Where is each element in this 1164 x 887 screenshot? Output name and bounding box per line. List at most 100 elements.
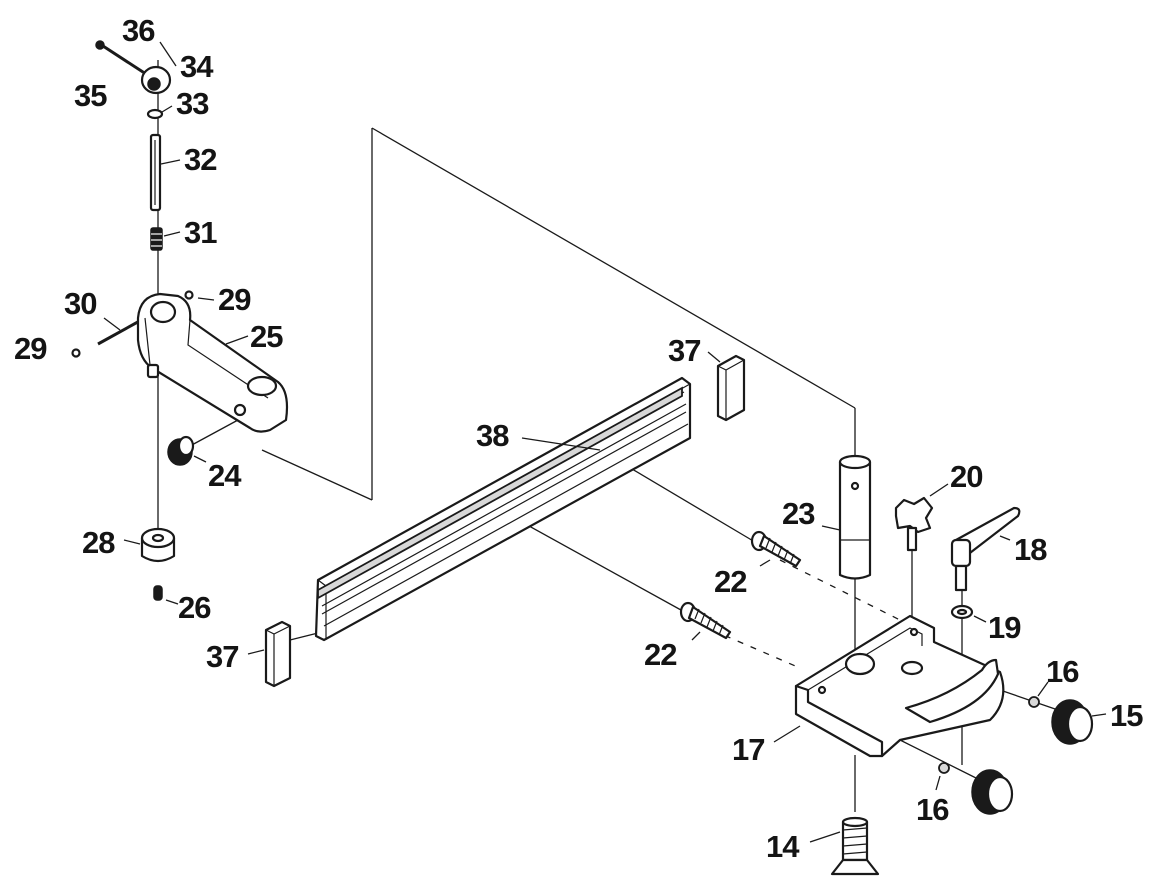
label-25: 25 <box>250 319 283 354</box>
part-17 <box>794 614 1005 758</box>
label-36: 36 <box>122 13 155 48</box>
leader-20 <box>929 483 949 497</box>
clip-shape <box>71 348 81 358</box>
part-22-lower <box>679 601 732 640</box>
part-37-top <box>716 354 746 422</box>
bolt-line-lower <box>499 509 691 616</box>
base-body <box>794 614 1005 758</box>
part-28 <box>140 527 176 563</box>
label-37-bottom: 37 <box>206 639 238 674</box>
base-front-lip <box>794 684 884 758</box>
label-19: 19 <box>988 610 1021 645</box>
leader-37-bottom <box>247 649 265 655</box>
arm-hinge <box>149 300 177 324</box>
label-38: 38 <box>476 418 509 453</box>
set-screw-shape <box>95 40 105 50</box>
label-16-right: 16 <box>1046 654 1079 689</box>
star-knob-shape <box>894 496 934 534</box>
arm-bore <box>246 375 278 397</box>
leader-30 <box>103 317 121 331</box>
bolt-thread-lines <box>694 608 724 636</box>
part-18 <box>950 506 1021 592</box>
knob-face <box>177 435 195 457</box>
leader-24 <box>193 455 207 463</box>
washer-hole <box>956 608 968 616</box>
label-14: 14 <box>766 829 800 864</box>
part-16-right <box>1028 696 1040 708</box>
handle-stem <box>954 564 968 592</box>
part-37-bottom <box>264 620 292 688</box>
label-32: 32 <box>184 142 216 177</box>
part-38 <box>314 376 692 642</box>
leader-33 <box>161 105 173 113</box>
handle-hub <box>950 538 972 568</box>
arm-screw-hole <box>233 403 247 417</box>
label-18: 18 <box>1014 532 1047 567</box>
leader-19 <box>973 615 987 623</box>
leader-25 <box>225 335 249 345</box>
part-22-upper <box>750 530 802 568</box>
leader-23 <box>821 525 841 531</box>
part-labels: 36 35 34 33 32 31 30 29 29 25 24 28 26 3… <box>14 13 1144 864</box>
spring-shape <box>150 227 163 251</box>
washer-shape <box>146 108 164 120</box>
handle-lever <box>954 506 1021 558</box>
part-31 <box>150 227 163 251</box>
post-hole <box>850 481 860 491</box>
knob-bore <box>147 77 161 91</box>
fence-top-line <box>371 127 856 409</box>
base-hole <box>817 685 827 695</box>
leader-28 <box>123 539 141 545</box>
label-28: 28 <box>82 525 115 560</box>
label-29-right: 29 <box>218 282 251 317</box>
endcap-shape <box>716 354 746 422</box>
screw-head <box>830 858 880 876</box>
part-29-right <box>184 290 194 300</box>
leader-37-top <box>707 351 721 363</box>
arm-edges <box>144 317 269 399</box>
part-23 <box>838 454 872 580</box>
label-20: 20 <box>950 459 982 494</box>
clip-shape <box>184 290 194 300</box>
leader-17 <box>773 725 801 743</box>
pin-shape <box>102 44 147 76</box>
leader-14 <box>809 831 841 843</box>
base-nut <box>900 660 924 676</box>
label-23: 23 <box>782 496 815 531</box>
leader-lines <box>103 41 1107 843</box>
leader-26 <box>165 599 179 605</box>
leader-31 <box>163 231 181 237</box>
endcap-edges <box>265 625 291 686</box>
screw-shape <box>153 585 163 601</box>
base-post-socket <box>844 652 876 676</box>
leader-32 <box>160 159 181 165</box>
part-34 <box>140 65 172 95</box>
post-top <box>838 454 872 470</box>
part-29-left <box>71 348 81 358</box>
label-16-lower: 16 <box>916 792 949 827</box>
part-36 <box>95 40 105 50</box>
leader-16-lower <box>935 775 941 791</box>
screw-tip <box>841 816 869 828</box>
part-25 <box>136 292 289 433</box>
label-35: 35 <box>74 78 107 113</box>
label-31: 31 <box>184 215 217 250</box>
label-24: 24 <box>208 458 242 493</box>
collar-bore <box>151 533 165 543</box>
part-26 <box>153 585 163 601</box>
label-22-lower: 22 <box>644 637 676 672</box>
star-knob-stem <box>906 526 918 552</box>
leader-15 <box>1091 713 1107 717</box>
leader-22-lower <box>691 631 701 641</box>
label-17: 17 <box>732 732 764 767</box>
base-hole-rear <box>909 627 919 637</box>
post-body <box>838 460 872 580</box>
endcap-edges <box>717 359 745 420</box>
label-26: 26 <box>178 590 211 625</box>
bolt-thread-lines <box>765 537 795 565</box>
part-16-lower <box>938 762 950 774</box>
base-arc-slot <box>904 658 1000 724</box>
rail-channel <box>317 386 683 600</box>
